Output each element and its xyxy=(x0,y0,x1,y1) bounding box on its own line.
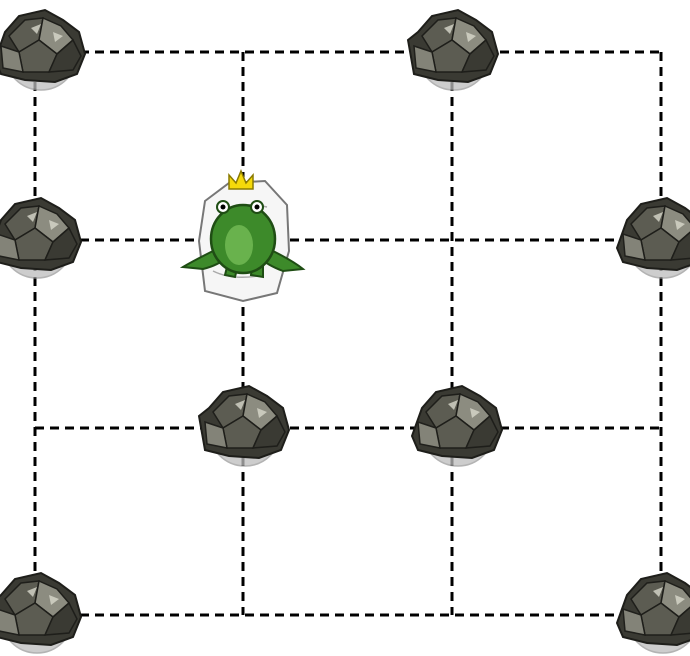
rock-icon[interactable] xyxy=(0,573,81,653)
rock-icon[interactable] xyxy=(617,198,690,278)
crown-icon xyxy=(229,171,253,189)
rock-icon[interactable] xyxy=(0,198,81,278)
grid-lines xyxy=(35,52,661,615)
rock-icon[interactable] xyxy=(0,10,85,90)
rock-icon[interactable] xyxy=(617,573,690,653)
crowned-frog-icon[interactable] xyxy=(183,171,303,301)
rock-icon[interactable] xyxy=(199,386,289,466)
rock-icon[interactable] xyxy=(412,386,502,466)
rock-icon[interactable] xyxy=(408,10,498,90)
pieces-layer xyxy=(0,10,690,653)
